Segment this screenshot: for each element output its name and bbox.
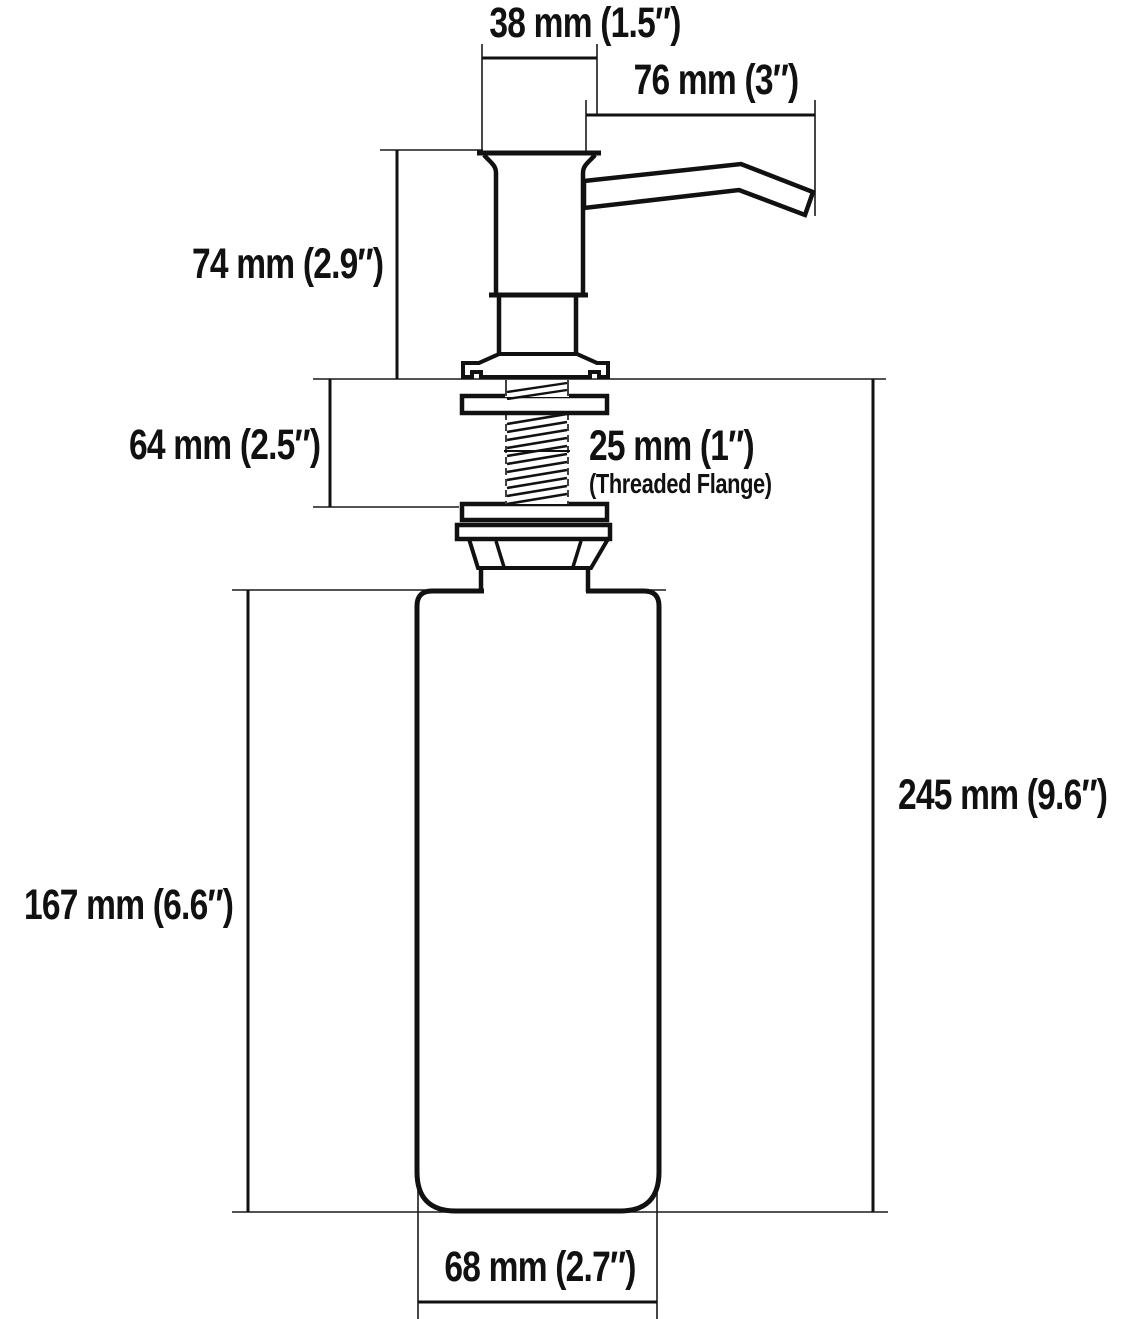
mounting-hardware [454,380,613,592]
pump-head [461,150,816,379]
dim-label-mount-height: 64 mm (2.5″) [128,421,321,469]
dim-label-bottle-height: 167 mm (6.6″) [23,881,234,929]
pump-spout [581,161,816,218]
nut-facet-left [494,540,506,568]
retaining-nut [466,537,612,570]
bottle-mouth-opening [484,585,586,597]
dim-label-cap-width: 38 mm (1.5″) [489,0,681,47]
pump-neck-left [482,153,499,293]
pump-neck-right [580,153,597,293]
washer-upper [459,501,610,523]
nut-facet-right [571,540,583,568]
dim-label-head-height: 74 mm (2.9″) [191,240,384,288]
dim-label-flange-note: (Threaded Flange) [589,468,772,499]
threaded-shank-upper [505,380,569,401]
pump-base-skirt [461,352,610,379]
dim-label-bottle-width: 68 mm (2.7″) [444,1243,636,1291]
washer-lower [454,522,613,542]
dim-label-flange-size: 25 mm (1″) [589,422,755,470]
dim-label-spout-reach: 76 mm (3″) [633,56,800,104]
bottle-outline [414,588,662,1214]
dim-label-total-height: 245 mm (9.6″) [898,771,1108,819]
threaded-shank [504,412,570,506]
thread-hatching [506,412,568,506]
dimension-lines [246,56,875,1304]
flange-plate [459,393,610,416]
